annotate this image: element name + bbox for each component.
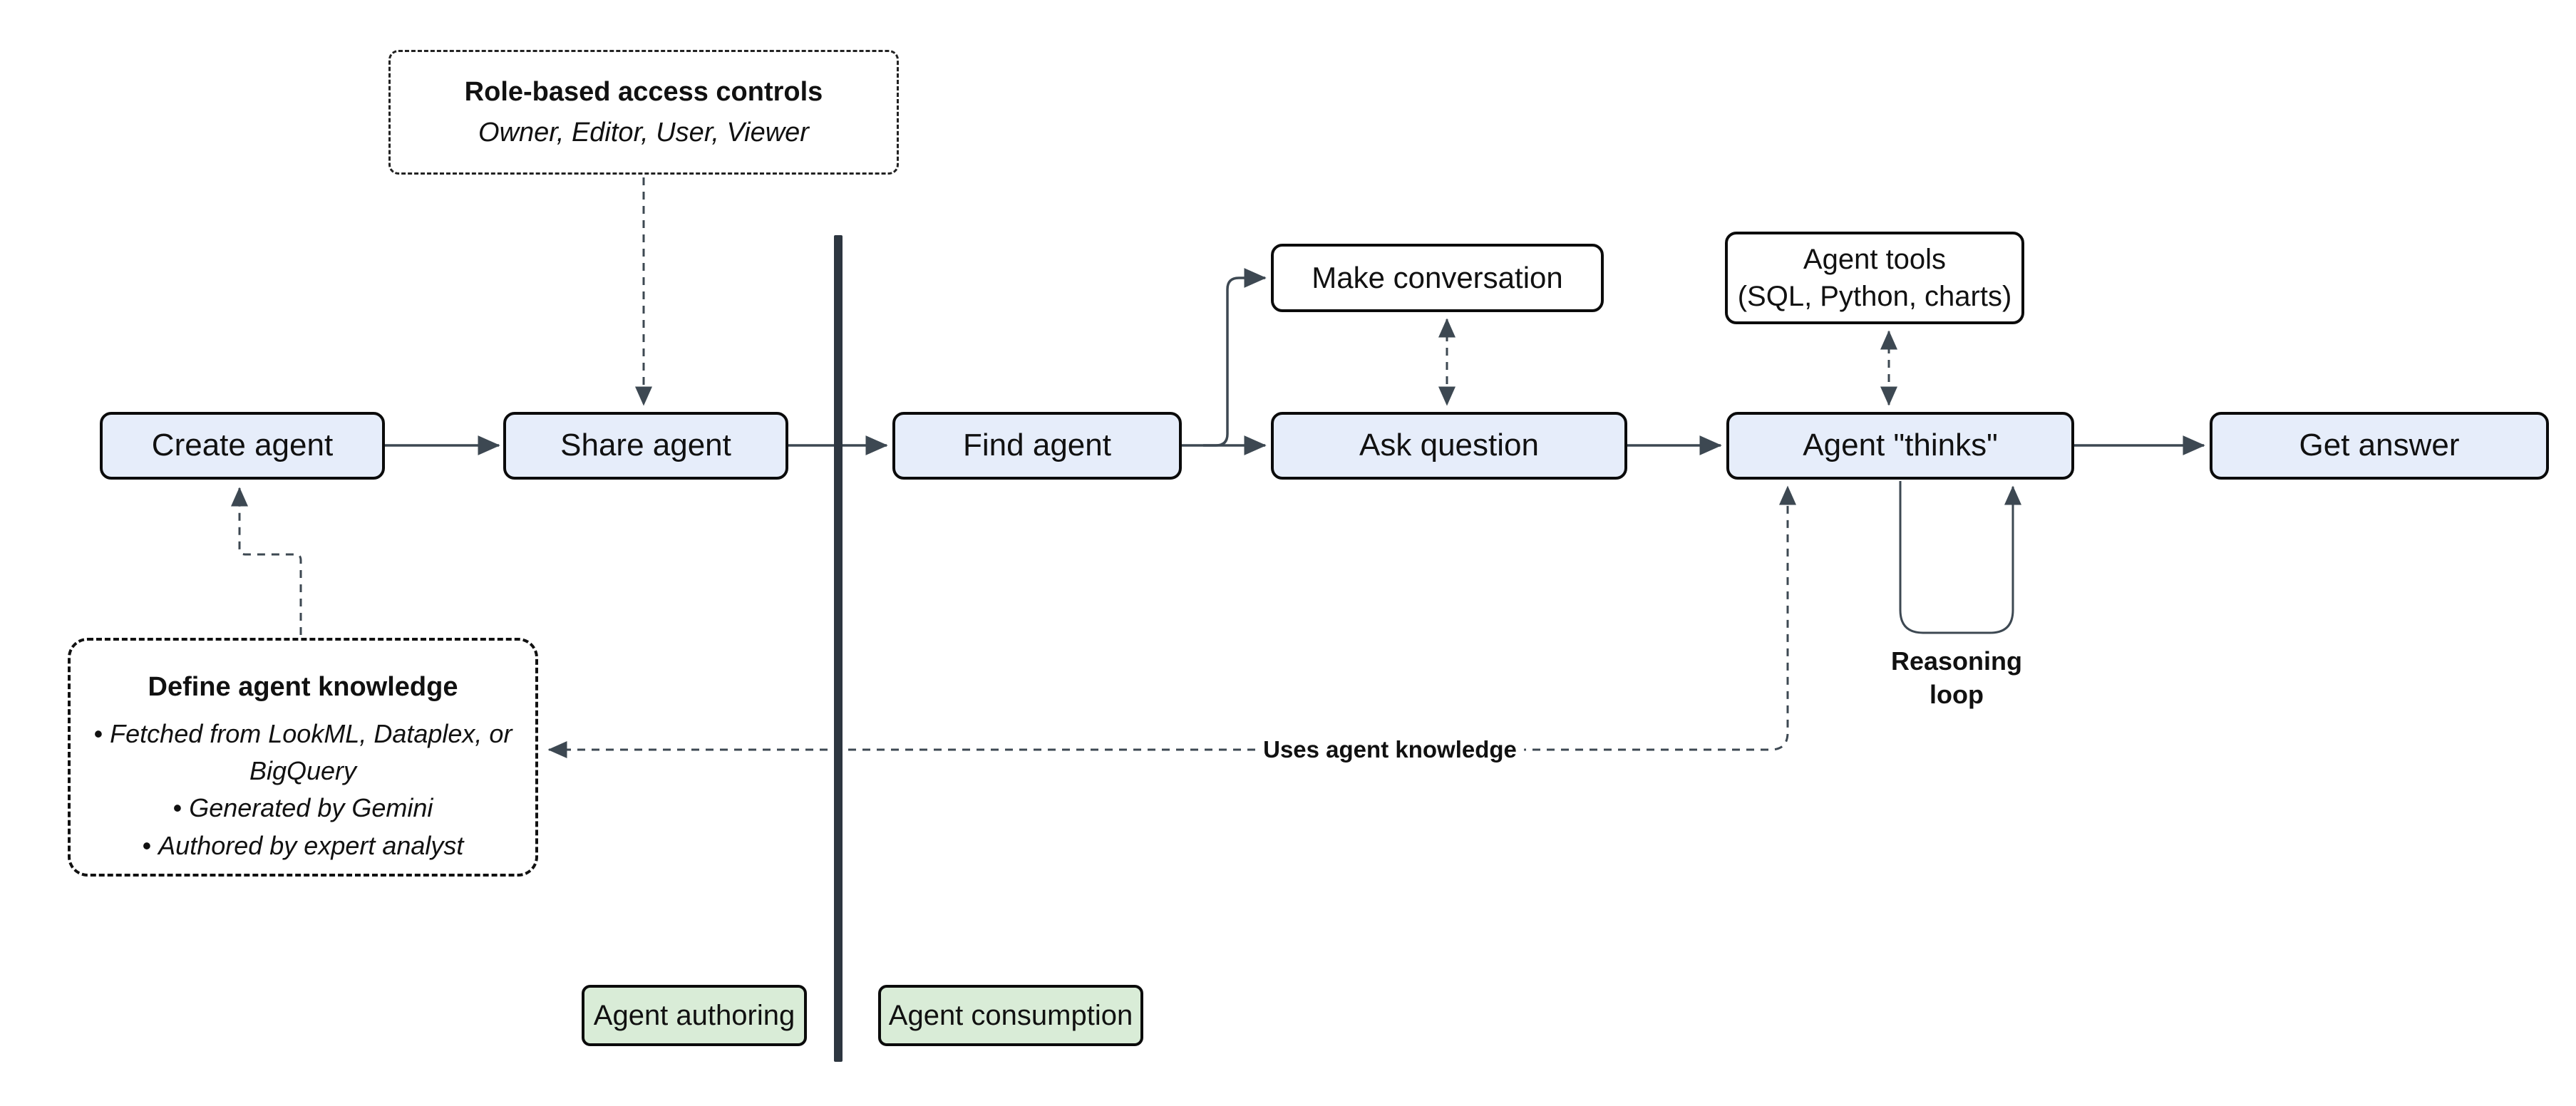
node-ask-question: Ask question [1271,412,1627,480]
node-label: Create agent [151,428,334,463]
arrow-knowledge-to-create [231,487,302,635]
bullet-glyph: • [93,719,103,748]
lane-badge-agent-authoring: Agent authoring [582,985,807,1046]
reasoning-loop-label: Reasoning loop [1890,646,2023,709]
lane-label: Agent consumption [888,999,1133,1031]
node-find-agent: Find agent [892,412,1182,480]
node-share-agent: Share agent [503,412,788,480]
bullet-glyph: • [172,793,182,823]
lane-badge-agent-consumption: Agent consumption [878,985,1143,1046]
node-label: Agent "thinks" [1803,428,1998,463]
node-create-agent: Create agent [100,412,385,480]
node-agent-tools: Agent tools (SQL, Python, charts) [1725,232,2024,324]
node-label: Make conversation [1312,260,1563,294]
note-role-based-access: Role-based access controls Owner, Editor… [388,50,899,175]
node-agent-thinks: Agent "thinks" [1726,412,2074,480]
knowledge-bullet: •Generated by Gemini [172,793,433,823]
uses-agent-knowledge-label: Uses agent knowledge [1256,735,1524,765]
arrow-uses-agent-knowledge [547,485,1796,758]
arrow-reasoning-loop [1899,481,2021,634]
agent-tools-line2: (SQL, Python, charts) [1737,281,2012,312]
node-label: Find agent [963,428,1111,463]
knowledge-bullet-list: •Fetched from LookML, Dataplex, or BigQu… [89,715,517,864]
node-get-answer: Get answer [2210,412,2549,480]
knowledge-bullet: •Authored by expert analyst [142,830,464,860]
agent-tools-line1: Agent tools [1803,244,1947,275]
rbac-title: Role-based access controls [464,76,823,107]
knowledge-bullet: •Fetched from LookML, Dataplex, or BigQu… [93,719,512,786]
lane-divider [834,235,843,1062]
arrow-find-to-make-conversation [1203,268,1267,447]
lane-label: Agent authoring [593,999,795,1031]
knowledge-title: Define agent knowledge [148,672,458,702]
bullet-glyph: • [142,830,152,860]
node-make-conversation: Make conversation [1271,244,1604,312]
node-label: Ask question [1359,428,1539,463]
node-label: Share agent [560,428,731,463]
node-label: Get answer [2299,428,2460,463]
rbac-roles: Owner, Editor, User, Viewer [478,117,809,148]
note-define-agent-knowledge: Define agent knowledge •Fetched from Loo… [68,638,538,877]
